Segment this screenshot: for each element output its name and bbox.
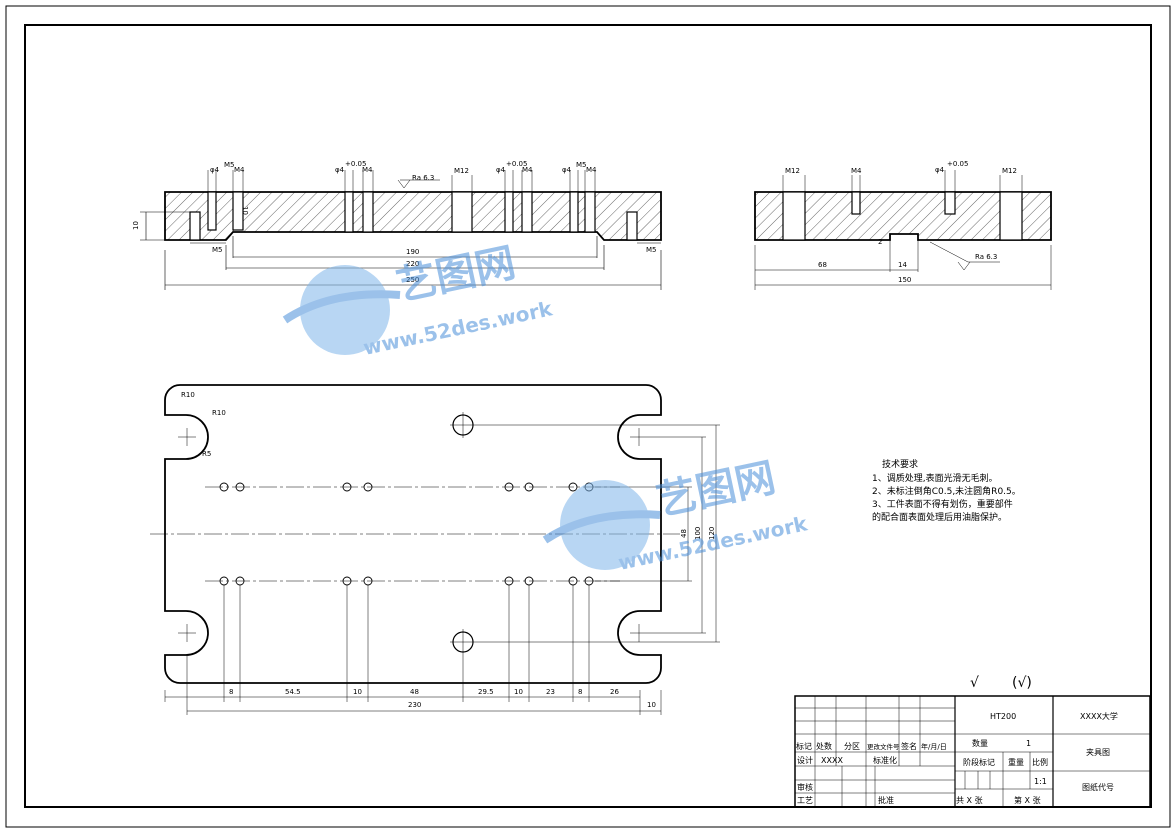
top-h23: 23	[546, 688, 555, 696]
side-dim-68: 68	[818, 261, 827, 269]
tb-designer: XXXX	[821, 756, 843, 765]
side-dim-m12-right: M12	[1002, 167, 1017, 175]
front-dim-m4-top1: M4	[234, 166, 245, 174]
top-view	[150, 384, 720, 715]
tb-qty-label: 数量	[972, 738, 988, 748]
front-dim-m4-top3: M4	[522, 166, 533, 174]
tech-title: 技术要求	[882, 458, 918, 470]
front-dim-m5-left: M5	[212, 246, 223, 254]
tb-process: 工艺	[797, 796, 813, 805]
side-dim-m4: M4	[851, 167, 862, 175]
top-h10b: 10	[514, 688, 523, 696]
top-v100: 100	[694, 527, 702, 540]
tb-date: 年/月/日	[921, 742, 947, 751]
front-dim-m4-top2: M4	[362, 166, 373, 174]
roughness-left: √	[970, 675, 979, 691]
watermark-top: 艺图网 www.52des.work	[282, 240, 555, 360]
top-h48: 48	[410, 688, 419, 696]
front-dim-d2-tol: +0.05	[345, 160, 366, 168]
tb-school: XXXX大学	[1080, 711, 1118, 721]
front-dim-250: 250	[406, 276, 419, 284]
top-r10a: R10	[181, 391, 195, 399]
tb-div: 分区	[844, 742, 860, 751]
tb-approve: 批准	[878, 795, 894, 805]
tb-drawing-no-label: 图纸代号	[1082, 782, 1114, 792]
side-dim-150: 150	[898, 276, 911, 284]
tb-weight-label: 重量	[1008, 757, 1024, 767]
tb-zone: 处数	[816, 741, 832, 751]
tb-standard: 标准化	[873, 755, 897, 765]
top-r5: R5	[202, 450, 211, 458]
tb-total-sheets: 共 X 张	[956, 796, 983, 805]
watermark-url: www.52des.work	[361, 296, 555, 360]
top-h10c: 10	[647, 701, 656, 709]
front-dim-m12-top: M12	[454, 167, 469, 175]
front-dim-d1: φ4	[210, 166, 220, 174]
tech-item: 的配合面表面处理后用油脂保护。	[872, 511, 1007, 523]
side-view-labels: M12 M4 φ4 +0.05 M12 68 14 150 2 Ra 6.3	[785, 160, 1017, 284]
tb-mark: 标记	[796, 741, 812, 751]
top-v48: 48	[680, 529, 688, 538]
front-dim-d3: φ4	[496, 166, 506, 174]
watermark-globe	[300, 265, 390, 355]
tb-drawing-name: 夹具图	[1086, 747, 1110, 757]
tb-sign: 签名	[901, 741, 917, 751]
tb-qty-value: 1	[1026, 739, 1031, 748]
tech-requirements: 技术要求 1、调质处理,表面光滑无毛刺。 2、未标注倒角C0.5,未注圆角R0.…	[872, 458, 1021, 523]
top-view-labels: R10 R10 R5 48 100 120 8 54.5 10 48 29.5 …	[181, 391, 716, 709]
watermark-globe	[560, 480, 650, 570]
front-view	[140, 170, 662, 290]
title-block-text: 标记 处数 分区 更改文件号 签名 年/月/日 设计 XXXX 标准化 审核 工…	[796, 711, 1118, 805]
top-h26: 26	[610, 688, 619, 696]
inner-border	[24, 24, 1152, 808]
front-dim-d2: φ4	[335, 166, 345, 174]
front-dim-depth-10: 10	[241, 206, 249, 215]
top-h230: 230	[408, 701, 421, 709]
side-dim-14: 14	[898, 261, 907, 269]
roughness-symbol: √ (√)	[970, 675, 1032, 691]
tech-item: 1、调质处理,表面光滑无毛刺。	[872, 472, 998, 484]
title-block	[794, 695, 1151, 808]
front-ra-top: Ra 6.3	[412, 174, 434, 182]
top-h10a: 10	[353, 688, 362, 696]
tech-item: 2、未标注倒角C0.5,未注圆角R0.5。	[872, 485, 1021, 497]
top-v120: 120	[708, 527, 716, 540]
tech-item: 3、工件表面不得有划伤，重要部件	[872, 498, 1013, 510]
front-dim-d3-tol: +0.05	[506, 160, 527, 168]
front-dim-d4: φ4	[562, 166, 572, 174]
front-dim-m5-top2: M5	[576, 161, 587, 169]
tb-design: 设计	[797, 755, 813, 765]
top-h8a: 8	[229, 688, 233, 696]
front-dim-m5-right: M5	[646, 246, 657, 254]
front-dim-height-10: 10	[132, 221, 140, 230]
front-view-labels: φ4 M5 M4 φ4 +0.05 M4 Ra 6.3 M12 φ4 +0.05…	[132, 160, 657, 284]
side-view	[754, 170, 1052, 290]
tb-scale-label: 比例	[1032, 757, 1048, 767]
watermark-middle: 艺图网 www.52des.work	[542, 455, 810, 575]
side-dim-small: 2	[878, 238, 882, 246]
tb-scale-value: 1:1	[1034, 777, 1047, 786]
outer-border	[5, 5, 1171, 828]
tb-review: 审核	[797, 782, 813, 792]
side-dim-d: φ4	[935, 166, 945, 174]
tb-stage-label: 阶段标记	[963, 757, 995, 767]
front-dim-m4-top4: M4	[586, 166, 597, 174]
side-dim-d-tol: +0.05	[947, 160, 968, 168]
top-h545: 54.5	[285, 688, 301, 696]
roughness-right: (√)	[1012, 675, 1032, 691]
side-ra: Ra 6.3	[975, 253, 997, 261]
tb-change-doc: 更改文件号	[867, 742, 900, 751]
tb-sheet-no: 第 X 张	[1014, 795, 1041, 805]
top-h295: 29.5	[478, 688, 494, 696]
front-dim-m5-top: M5	[224, 161, 235, 169]
tb-material: HT200	[990, 712, 1016, 721]
top-r10b: R10	[212, 409, 226, 417]
top-h8b: 8	[578, 688, 582, 696]
front-dim-190: 190	[406, 248, 419, 256]
front-dim-220: 220	[406, 260, 419, 268]
side-dim-m12-left: M12	[785, 167, 800, 175]
